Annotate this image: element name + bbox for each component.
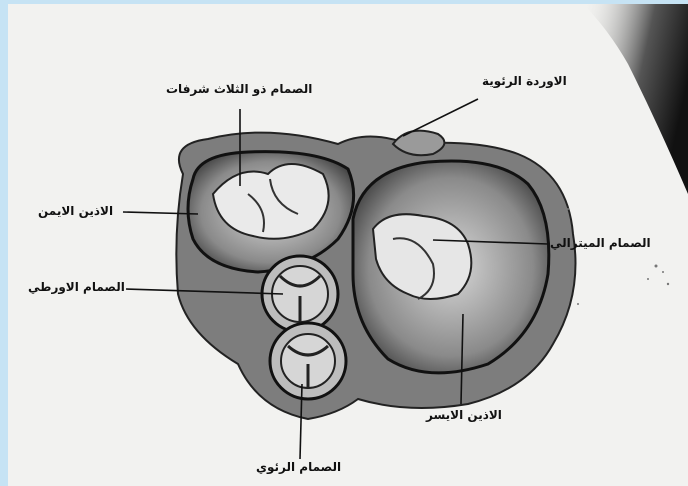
figure-frame: الصمام ذو الثلاث شرفات الاوردة الرئوية ا… bbox=[8, 4, 688, 486]
label-mitral-valve: الصمام الميترالي bbox=[550, 236, 651, 250]
page-corner-shadow bbox=[583, 4, 688, 194]
label-tricuspid-valve: الصمام ذو الثلاث شرفات bbox=[166, 82, 312, 96]
scan-speckles bbox=[567, 208, 669, 305]
label-aortic-valve: الصمام الاورطي bbox=[28, 280, 125, 294]
label-left-atrium: الاذين الايسر bbox=[426, 408, 502, 422]
label-pulmonary-veins: الاوردة الرئوية bbox=[482, 74, 567, 88]
label-right-atrium: الاذين الايمن bbox=[38, 204, 113, 218]
label-pulmonary-valve: الصمام الرئوي bbox=[256, 460, 341, 474]
